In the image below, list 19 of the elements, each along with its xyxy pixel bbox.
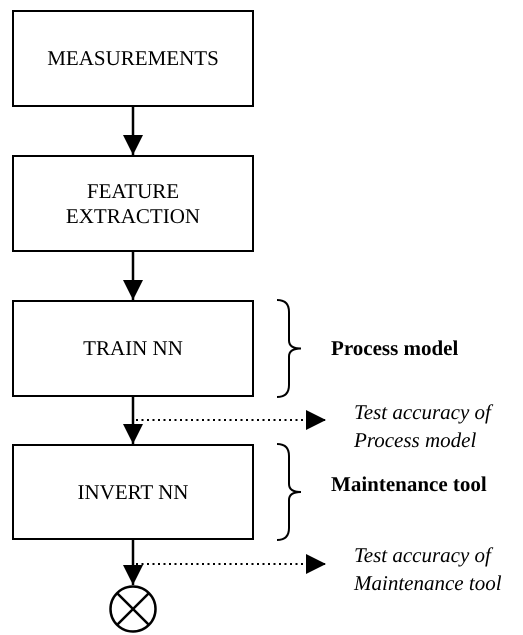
bracket-label: Maintenance tool bbox=[331, 472, 487, 496]
arrow bbox=[123, 540, 143, 585]
process-box bbox=[12, 444, 254, 540]
box-label: FEATURE EXTRACTION bbox=[64, 178, 202, 228]
process-box bbox=[12, 155, 254, 252]
box-label: TRAIN NN bbox=[82, 336, 184, 361]
dotted-arrow bbox=[136, 554, 326, 574]
process-box bbox=[12, 300, 254, 397]
note-text: Test accuracy of Process model bbox=[354, 398, 522, 454]
bracket-label: Process model bbox=[331, 336, 458, 360]
box-label: INVERT NN bbox=[76, 480, 190, 504]
arrow bbox=[123, 397, 143, 444]
box-label: MEASUREMENTS bbox=[46, 46, 220, 71]
dotted-arrow bbox=[136, 410, 326, 430]
note-text: Test accuracy of Maintenance tool bbox=[354, 542, 503, 597]
process-box bbox=[12, 10, 254, 107]
arrow bbox=[123, 107, 143, 155]
summing-junction bbox=[107, 585, 159, 633]
arrow bbox=[123, 252, 143, 300]
